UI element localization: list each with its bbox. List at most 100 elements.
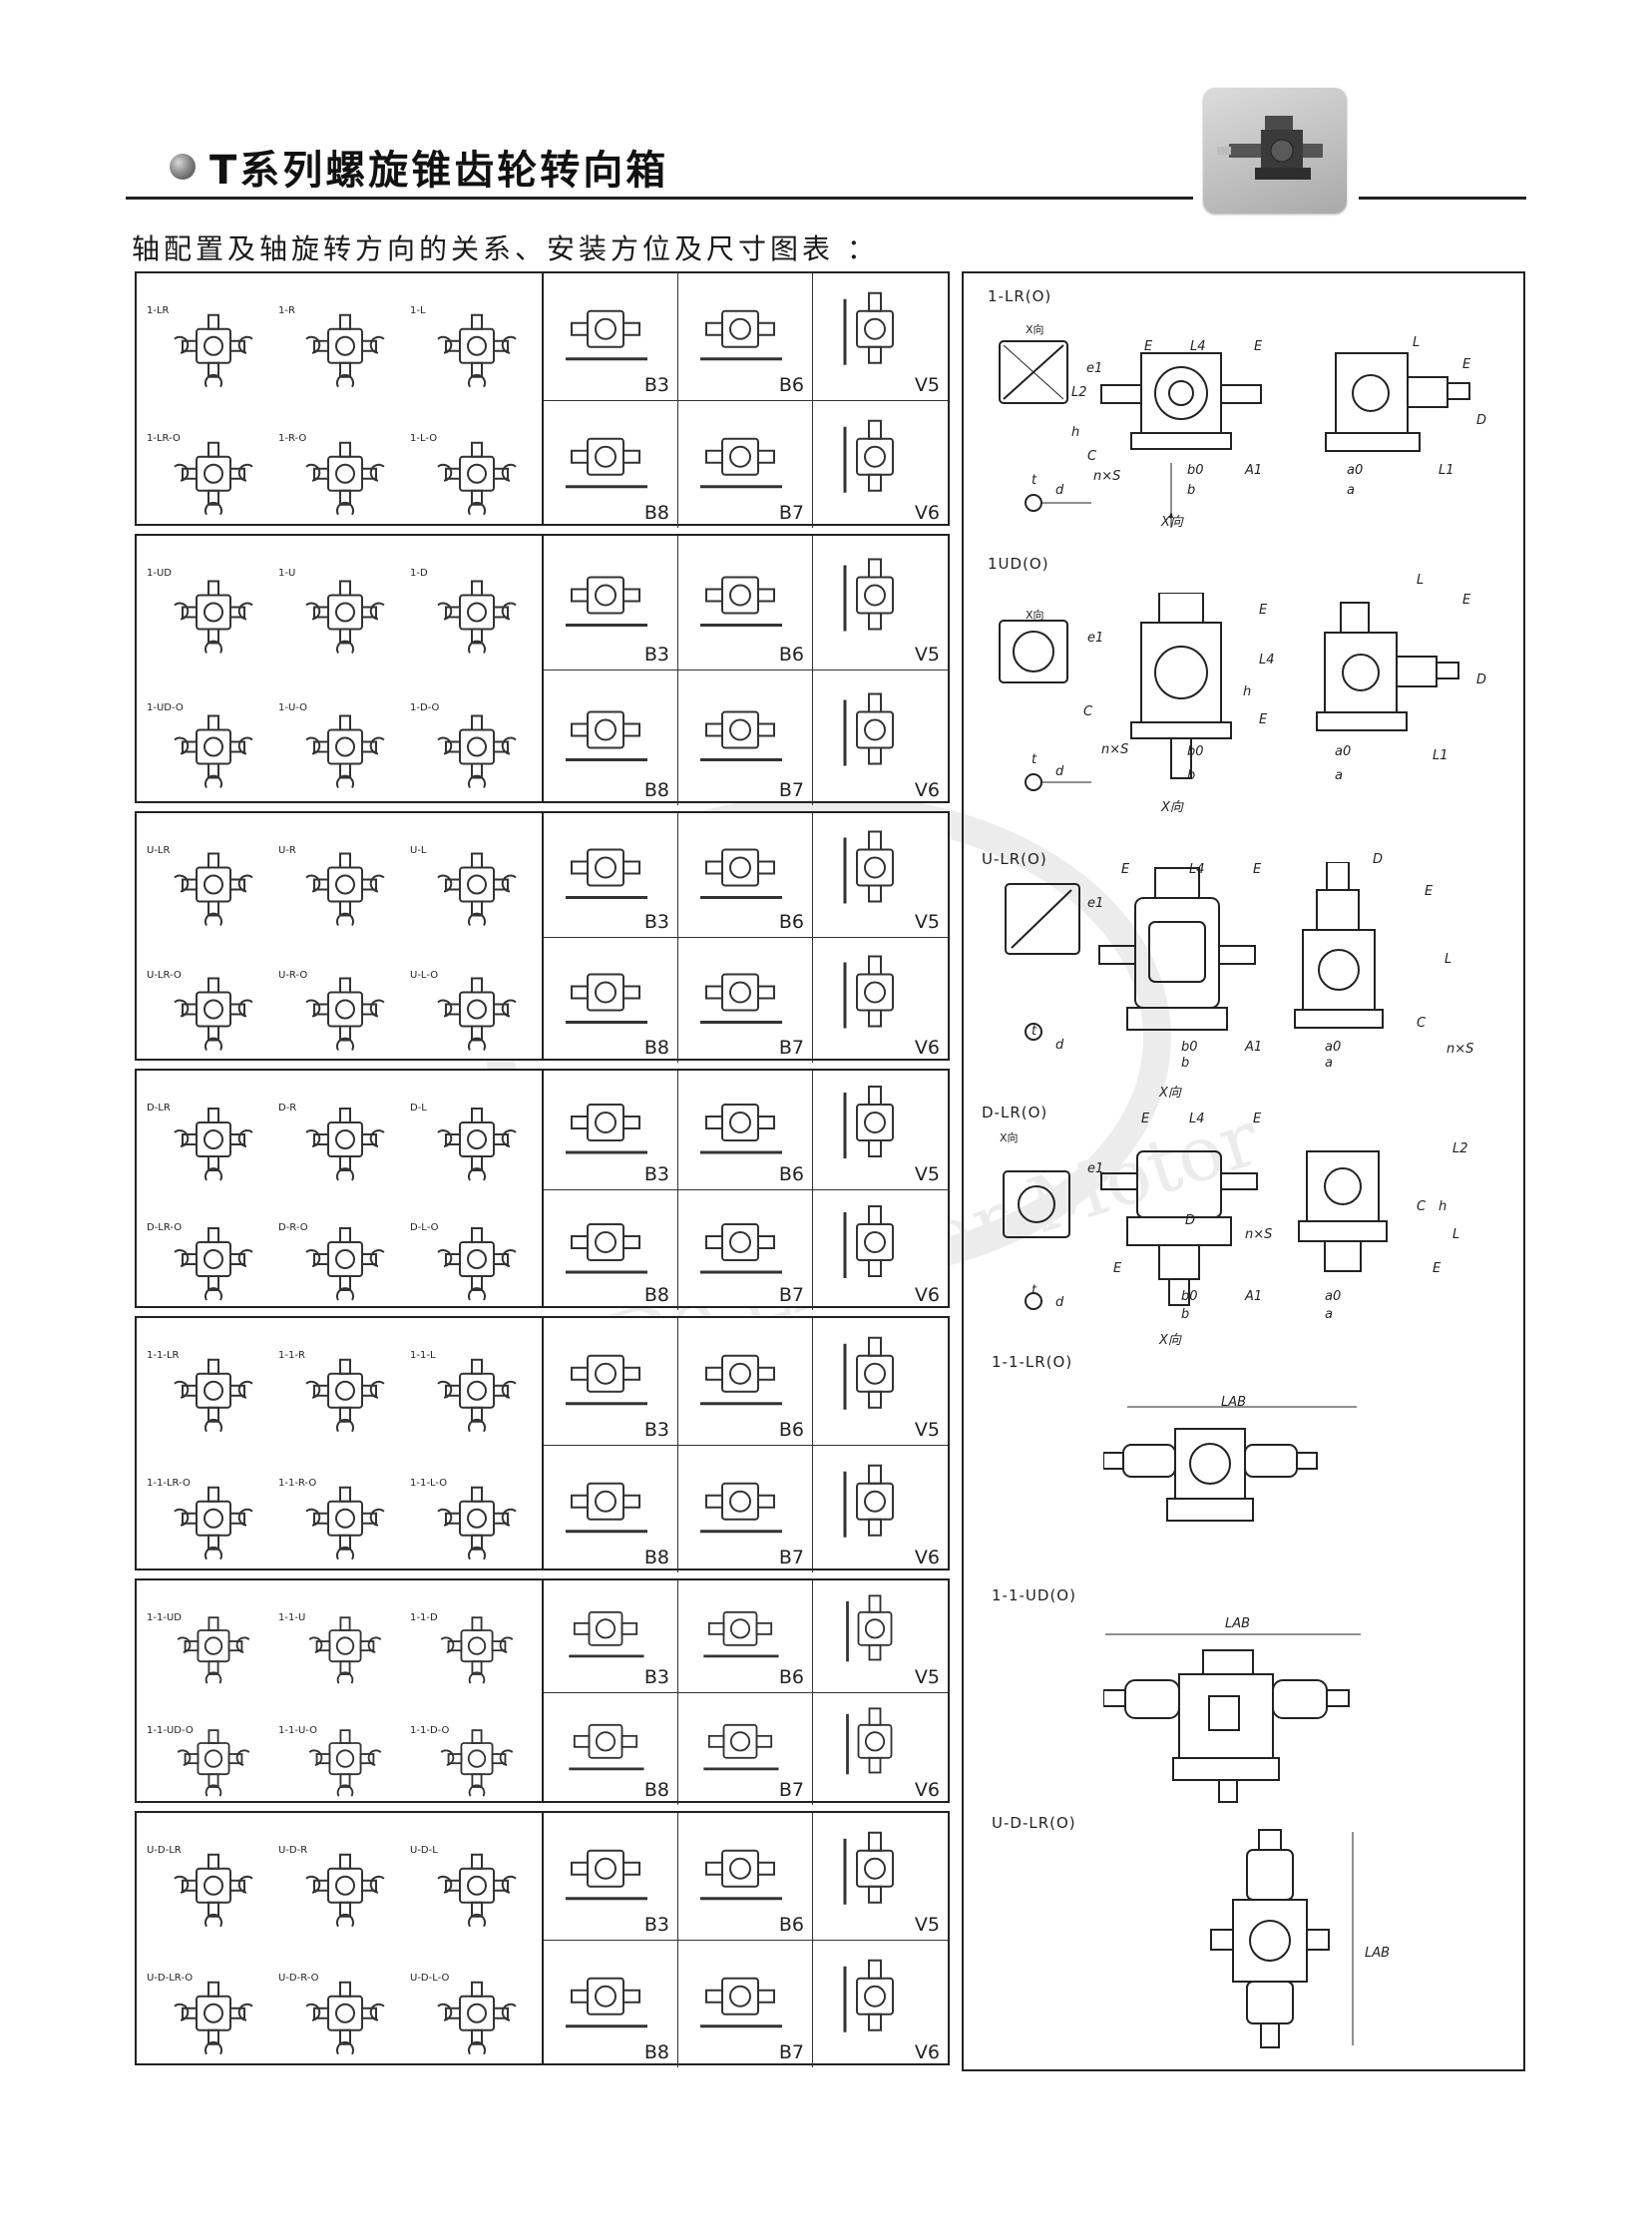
config-code: 1-1-LR-O [147,1477,191,1489]
mounting-icon [700,1104,782,1154]
config-code: 1-D [410,568,428,579]
mounting-icon [843,692,894,766]
dim-E-4: E [1141,1112,1150,1126]
mounting-code: V6 [914,1779,940,1801]
mounting-cell: B3 [544,536,678,671]
mounting-icon [700,710,782,761]
dim-t-4: t [1032,1283,1037,1298]
dim-E-2c: E [1259,712,1268,727]
dim-nxs: n×S [1093,469,1121,484]
dim-a0-2: a0 [1335,744,1352,759]
config-code: 1-L-O [410,432,438,444]
dim-x-direction-4: X向 [1159,1333,1181,1348]
dim-L1-2: L1 [1433,748,1448,763]
mounting-icon [700,848,782,899]
shaft-config-icon [437,1486,517,1560]
mounting-code: B7 [778,779,804,801]
mounting-icon [843,1336,894,1410]
mounting-code: B7 [778,1284,804,1306]
dim-b: b [1187,483,1196,498]
dim-a0-4: a0 [1325,1289,1342,1304]
mounting-icon [569,1610,644,1658]
mounting-cell: B7 [678,1940,813,2067]
dim-C-3: C [1417,1016,1427,1031]
mounting-code: V5 [914,1418,940,1441]
config-code: U-D-LR-O [147,1972,194,1984]
dim-C: C [1087,449,1097,464]
config-code: 1-R-O [278,432,307,444]
dim-E-4c: E [1113,1261,1122,1276]
mounting-icon [843,955,894,1029]
dim-a0: a0 [1347,463,1364,478]
mounting-icon [843,419,894,493]
config-code: U-D-R [278,1845,308,1856]
dim-lab-2: LAB [1225,1616,1251,1631]
shaft-config-icon [305,1486,385,1560]
mounting-code: B8 [643,1547,669,1568]
mounting-icon [703,1610,779,1658]
config-code: U-D-R-O [278,1972,319,1984]
mounting-code: V6 [914,1284,940,1306]
dim-drawing-1ud-o [999,593,1459,791]
shaft-config-icon [177,1616,250,1684]
dim-lab-3: LAB [1365,1946,1391,1961]
mounting-icon [703,1723,779,1770]
mounting-cell: B3 [544,1071,678,1190]
dim-label-1-1-ud-o: 1-1-UD(O) [992,1586,1076,1604]
title-group: T系列螺旋锥齿轮转向箱 [170,138,668,196]
dim-L4-3: L4 [1189,862,1205,877]
dim-t-2: t [1032,752,1037,767]
mounting-code: B6 [778,1665,804,1688]
dim-a0-3: a0 [1325,1040,1342,1055]
config-code: 1-1-R-O [278,1477,317,1489]
dim-a: a [1347,483,1355,498]
mounting-icon [700,1482,782,1533]
dim-nxs-4: n×S [1245,1227,1273,1242]
dim-lab-1: LAB [1221,1395,1247,1410]
mounting-cell: V6 [813,671,948,805]
shaft-config-icon [305,1227,385,1301]
page-header: T系列螺旋锥齿轮转向箱 轴配置及轴旋转方向的关系、安装方位及尺寸图表 ： [0,0,1652,265]
shaft-config-icon [437,1358,517,1433]
mounting-icon [843,1086,894,1158]
mounting-cell: B6 [678,1071,813,1190]
dim-drawing-d-lr-o [1003,1150,1388,1310]
mounting-code: B7 [778,2041,804,2063]
shaft-config-icon [174,1108,253,1181]
shaft-config-icon [440,1728,514,1797]
mounting-cell: B8 [544,938,678,1063]
shaft-config-icon [305,313,385,388]
mounting-icon [566,710,647,761]
mounting-code: V5 [914,1163,940,1185]
dim-C-4: C [1417,1199,1427,1214]
mounting-cell: B6 [678,1580,813,1693]
shaft-config-icon [174,714,253,788]
mounting-code: V5 [914,373,940,396]
mounting-icon [569,1723,644,1770]
mounting-icon [843,1831,894,1905]
dim-drawing-u-lr-o [1005,862,1384,1041]
dim-b-2: b [1187,768,1196,783]
shaft-config-icon [308,1728,382,1797]
dim-drawing-1-lr-o [999,340,1470,528]
config-code: 1-1-U [278,1612,306,1623]
dim-A1-4: A1 [1245,1289,1263,1304]
config-code: U-L [410,845,427,856]
mounting-code: B3 [643,373,669,396]
mounting-code: B7 [778,1779,804,1801]
mounting-icon [566,1223,647,1274]
dim-a-4: a [1325,1307,1333,1322]
dim-label-1ud-o: 1UD(O) [988,555,1049,573]
mounting-code: V6 [914,1547,940,1568]
mounting-cell: V6 [813,1446,948,1573]
mounting-code: B6 [778,1418,804,1441]
shaft-config-icon [437,714,517,788]
mounting-code: B3 [643,1665,669,1688]
